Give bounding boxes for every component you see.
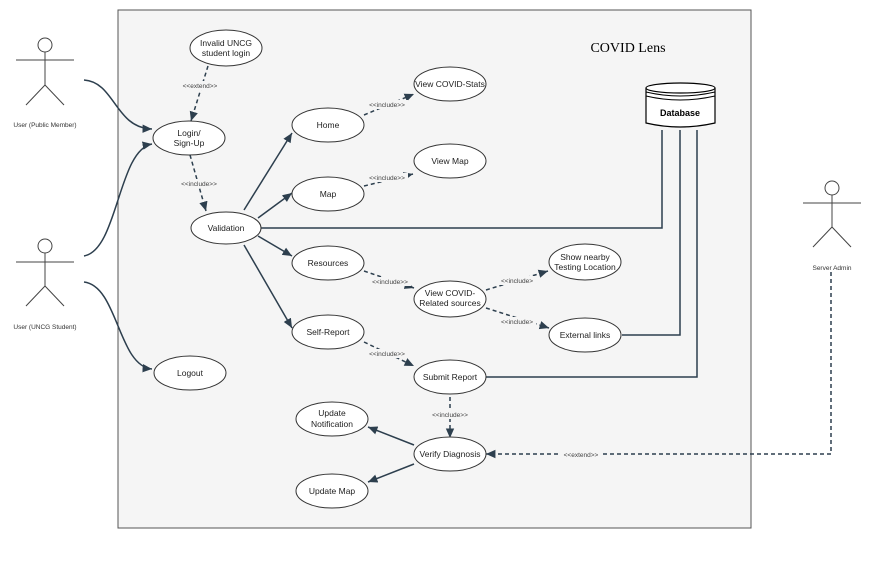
use-case-label: student login [202, 48, 250, 58]
assoc-student-login [83, 141, 153, 257]
extend-invalid-login [189, 65, 209, 122]
actor-uncg-student: User (UNCG Student) [13, 238, 77, 331]
link-validation-selfreport [243, 244, 293, 329]
use-case-label: View COVID- [425, 288, 476, 298]
use-case-label: Invalid UNCG [200, 38, 252, 48]
use-case-verify-diagnosis[interactable]: Verify Diagnosis [413, 436, 487, 472]
system-title: COVID Lens [590, 41, 665, 56]
include-sources-testing [485, 269, 549, 291]
use-case-label: Verify Diagnosis [420, 449, 481, 459]
use-case-label: Map [320, 189, 337, 199]
use-case-update-notification[interactable]: Update Notification [295, 401, 369, 437]
use-case-related-sources[interactable]: View COVID- Related sources [413, 280, 487, 318]
use-case-home[interactable]: Home [291, 107, 365, 143]
use-case-label: Login/ [177, 128, 201, 138]
actor-figure-icon [16, 37, 74, 106]
use-case-invalid-login[interactable]: Invalid UNCG student login [189, 29, 263, 67]
use-case-label: View COVID-Stats [415, 79, 485, 89]
db-link-external [622, 130, 681, 336]
use-case-label: Logout [177, 368, 204, 378]
stereo-include-submit: <<include>> [369, 351, 405, 358]
use-case-label: Show nearby [560, 252, 610, 262]
use-case-logout[interactable]: Logout [153, 355, 227, 391]
link-validation-resources [257, 235, 293, 257]
use-case-submit-report[interactable]: Submit Report [413, 359, 487, 395]
database-label: Database [660, 108, 700, 118]
extend-admin-verify [486, 272, 832, 459]
use-case-label: Resources [308, 258, 349, 268]
actor-label-student: User (UNCG Student) [13, 324, 76, 331]
actor-server-admin: Server Admin [803, 180, 861, 272]
assoc-public-login [83, 79, 153, 133]
use-case-resources[interactable]: Resources [291, 245, 365, 281]
link-validation-map [257, 192, 293, 219]
use-case-label: Sign-Up [174, 138, 205, 148]
db-link-validation [260, 130, 663, 229]
use-case-self-report[interactable]: Self-Report [291, 314, 365, 350]
use-case-testing-location[interactable]: Show nearby Testing Location [548, 243, 622, 281]
use-case-label: Update [318, 408, 346, 418]
use-case-label: View Map [431, 156, 468, 166]
actor-label-public: User (Public Member) [13, 122, 76, 129]
use-case-label: External links [560, 330, 611, 340]
stereo-include-sources: <<include>> [372, 279, 408, 286]
use-case-external-links[interactable]: External links [548, 317, 622, 353]
actor-public-member: User (Public Member) [13, 37, 77, 129]
include-home-stats [363, 93, 415, 116]
use-case-label: Related sources [419, 298, 480, 308]
db-link-submit [486, 130, 698, 378]
stereo-include-external: <<include> [501, 319, 533, 326]
use-case-map[interactable]: Map [291, 176, 365, 212]
actor-figure-icon [16, 238, 74, 307]
stereo-extend-login: <<extend>> [183, 83, 218, 90]
link-verify-notification [367, 426, 415, 446]
stereo-include-viewmap: <<include>> [369, 175, 405, 182]
use-case-label: Submit Report [423, 372, 478, 382]
database-cylinder[interactable]: Database [645, 82, 716, 128]
use-case-label: Update Map [309, 486, 356, 496]
link-validation-home [243, 132, 293, 211]
include-selfreport-submit [363, 341, 415, 367]
stereo-extend-verify: <<extend>> [564, 452, 599, 459]
use-case-update-map[interactable]: Update Map [295, 473, 369, 509]
stereo-include-testing: <<include> [501, 278, 533, 285]
link-verify-updatemap [367, 463, 415, 483]
use-case-validation[interactable]: Validation [190, 211, 262, 245]
stereo-include-validation: <<include>> [181, 181, 217, 188]
use-case-view-stats[interactable]: View COVID-Stats [413, 66, 487, 102]
actor-figure-icon [803, 180, 861, 248]
use-case-label: Testing Location [554, 262, 616, 272]
stereo-include-stats: <<include>> [369, 102, 405, 109]
actor-label-admin: Server Admin [812, 265, 851, 272]
use-case-label: Notification [311, 419, 353, 429]
stereo-include-verify: <<include>> [432, 412, 468, 419]
use-case-label: Self-Report [307, 327, 351, 337]
use-case-view-map[interactable]: View Map [413, 143, 487, 179]
assoc-student-logout [83, 281, 153, 373]
use-case-label: Home [317, 120, 340, 130]
use-case-login[interactable]: Login/ Sign-Up [152, 120, 226, 156]
use-case-label: Validation [208, 223, 245, 233]
